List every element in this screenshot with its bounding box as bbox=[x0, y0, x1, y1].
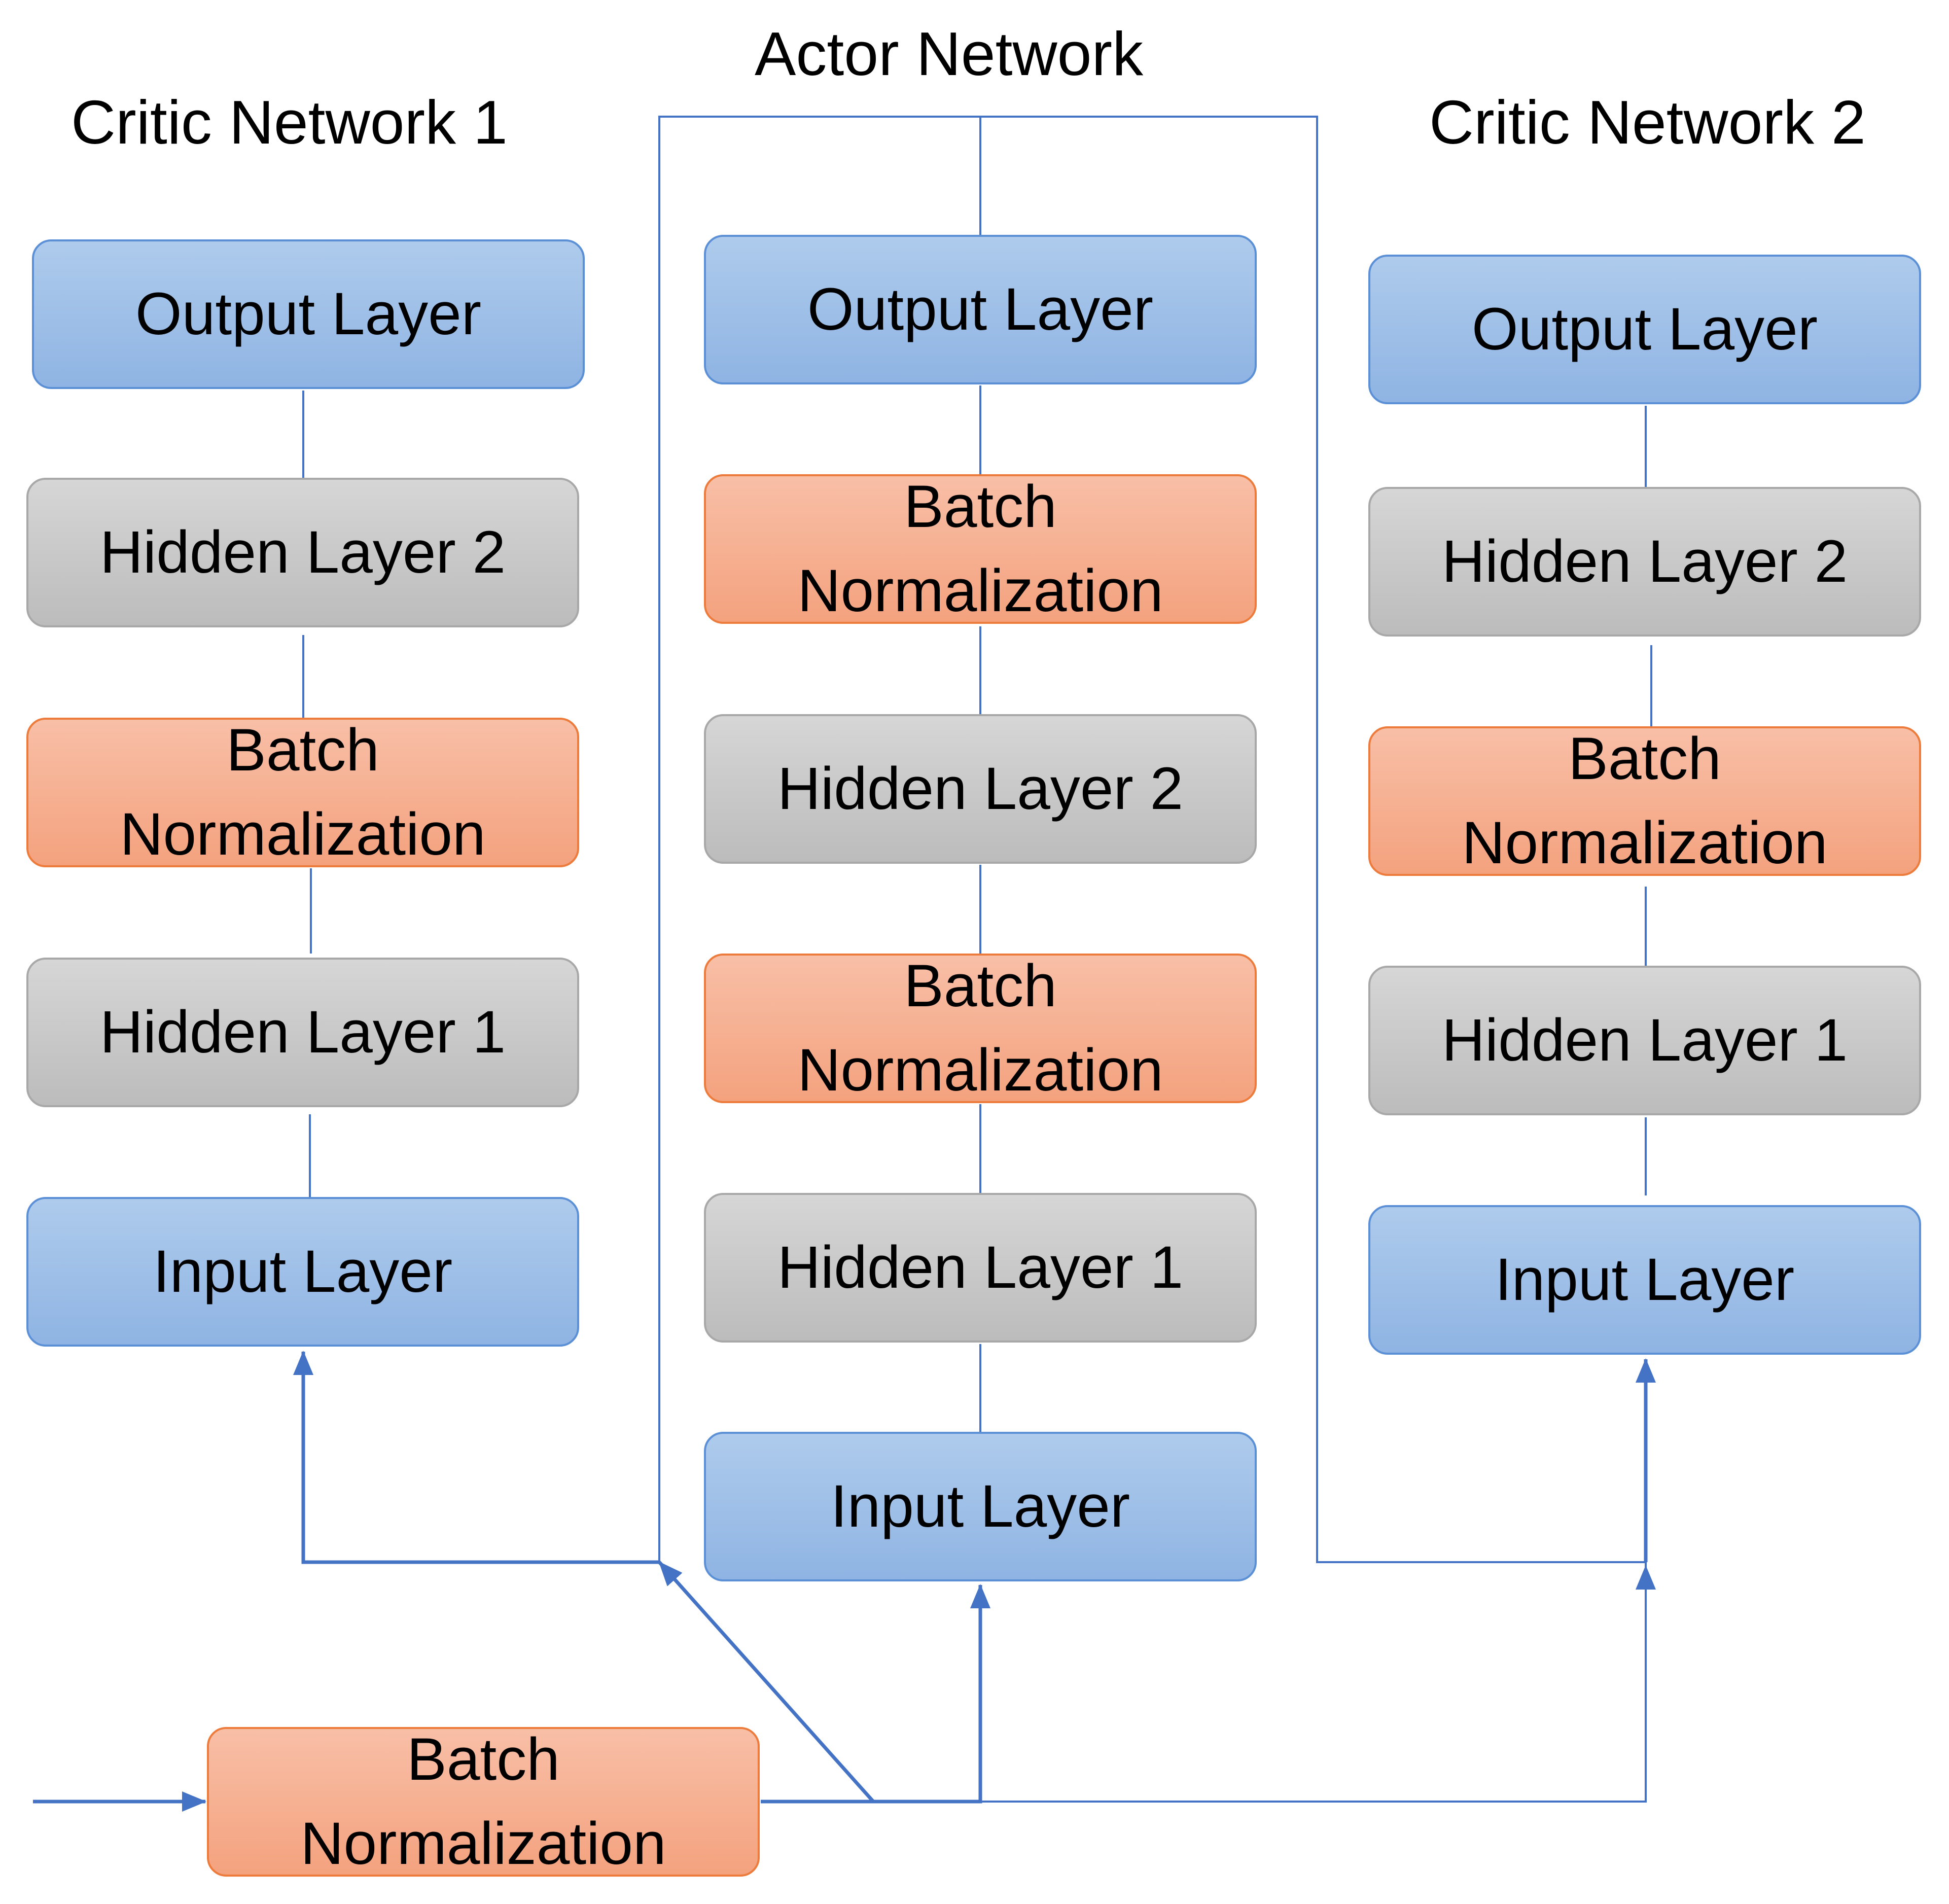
input-batch-normalization: Batch Normalization bbox=[207, 1726, 760, 1877]
critic2-batch-normalization: Batch Normalization bbox=[1368, 725, 1921, 876]
actor-hidden-layer-2: Hidden Layer 2 bbox=[704, 714, 1257, 864]
actor-input-label: Input Layer bbox=[830, 1472, 1130, 1540]
critic1-hidden-layer-2: Hidden Layer 2 bbox=[26, 478, 579, 627]
actor-hidden-layer-1: Hidden Layer 1 bbox=[704, 1193, 1257, 1343]
critic2-bn-label: Batch Normalization bbox=[1462, 725, 1828, 876]
critic1-bn-label: Batch Normalization bbox=[120, 717, 486, 868]
critic2-output-layer: Output Layer bbox=[1368, 255, 1921, 404]
actor-hidden2-label: Hidden Layer 2 bbox=[777, 755, 1184, 822]
critic1-batch-normalization: Batch Normalization bbox=[26, 717, 579, 868]
actor-title: Actor Network bbox=[755, 19, 1144, 88]
critic2-hidden-layer-1: Hidden Layer 1 bbox=[1368, 966, 1921, 1115]
actor-bn2-label: Batch Normalization bbox=[797, 473, 1163, 624]
critic2-hidden-layer-2: Hidden Layer 2 bbox=[1368, 487, 1921, 637]
critic1-output-layer: Output Layer bbox=[32, 239, 585, 389]
bn-to-critic2-line bbox=[980, 1562, 1647, 1803]
critic1-input-label: Input Layer bbox=[153, 1238, 453, 1305]
critic2-hidden1-label: Hidden Layer 1 bbox=[1441, 1006, 1848, 1074]
actor-batch-normalization-1: Batch Normalization bbox=[704, 953, 1257, 1104]
critic1-hidden-layer-1: Hidden Layer 1 bbox=[26, 958, 579, 1107]
critic2-title: Critic Network 2 bbox=[1429, 88, 1866, 157]
bn-to-actor-input-arrow bbox=[761, 1584, 990, 1804]
actor-output-label: Output Layer bbox=[807, 275, 1154, 343]
actor-output-to-critic1-line bbox=[658, 116, 980, 1562]
actor-output-to-critic2-line bbox=[980, 116, 1646, 1563]
critic1-title: Critic Network 1 bbox=[71, 88, 508, 157]
critic1-hidden2-label: Hidden Layer 2 bbox=[99, 518, 506, 586]
state-to-critic1-diagonal bbox=[658, 1561, 875, 1803]
actor-bn1-label: Batch Normalization bbox=[797, 953, 1163, 1104]
critic1-hidden1-label: Hidden Layer 1 bbox=[99, 998, 506, 1066]
actor-batch-normalization-2: Batch Normalization bbox=[704, 473, 1257, 624]
input-bn-label: Batch Normalization bbox=[300, 1726, 666, 1877]
critic1-input-layer: Input Layer bbox=[26, 1197, 579, 1347]
critic1-input-arrow bbox=[293, 1351, 659, 1564]
critic1-output-label: Output Layer bbox=[135, 280, 482, 347]
critic2-input-layer: Input Layer bbox=[1368, 1205, 1921, 1355]
actor-input-layer: Input Layer bbox=[704, 1432, 1257, 1581]
actor-output-layer: Output Layer bbox=[704, 235, 1257, 384]
critic2-input-label: Input Layer bbox=[1495, 1246, 1795, 1313]
critic2-output-label: Output Layer bbox=[1471, 295, 1818, 363]
critic2-hidden2-label: Hidden Layer 2 bbox=[1441, 527, 1848, 595]
actor-hidden1-label: Hidden Layer 1 bbox=[777, 1233, 1184, 1301]
